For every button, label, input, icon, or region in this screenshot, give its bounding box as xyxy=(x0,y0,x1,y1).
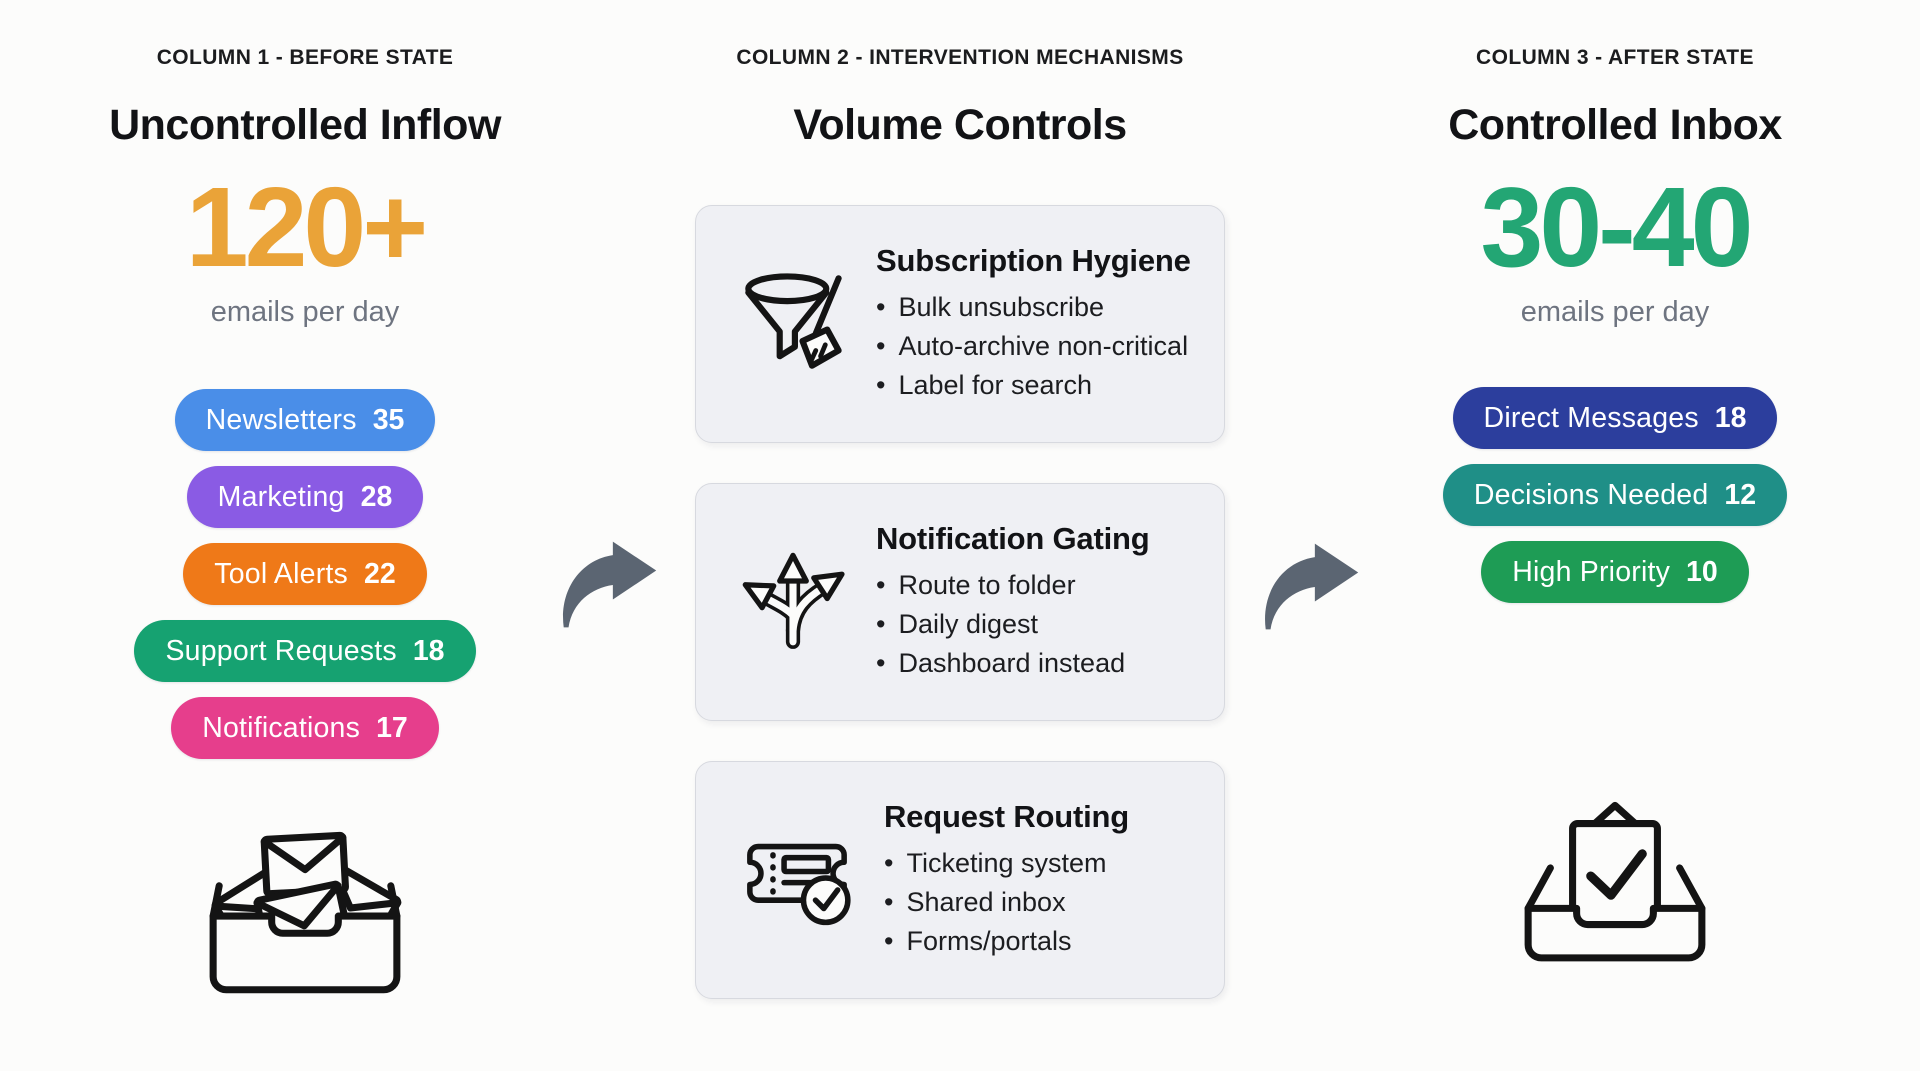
pill-count: 18 xyxy=(412,634,445,667)
card-text: Request Routing Ticketing system Shared … xyxy=(884,799,1129,961)
pill-label: Tool Alerts xyxy=(214,557,348,590)
bullet: Ticketing system xyxy=(884,844,1129,883)
column2-kicker: COLUMN 2 - INTERVENTION MECHANISMS xyxy=(736,46,1184,69)
bullet: Route to folder xyxy=(876,566,1149,605)
after-metric-caption: emails per day xyxy=(1520,296,1710,328)
card-bullets: Route to folder Daily digest Dashboard i… xyxy=(876,566,1149,683)
pill-label: Notifications xyxy=(202,711,361,744)
bullet: Forms/portals xyxy=(884,922,1129,961)
pill-notifications: Notifications 17 xyxy=(171,697,439,759)
after-state-column: COLUMN 3 - AFTER STATE Controlled Inbox … xyxy=(1375,46,1855,968)
pill-label: Support Requests xyxy=(165,634,397,667)
column1-kicker: COLUMN 1 - BEFORE STATE xyxy=(156,46,454,69)
flow-arrow-controls-to-after xyxy=(1258,540,1364,639)
pill-label: Marketing xyxy=(217,480,345,513)
bullet: Bulk unsubscribe xyxy=(876,288,1191,327)
pill-support-requests: Support Requests 18 xyxy=(134,620,476,682)
card-text: Subscription Hygiene Bulk unsubscribe Au… xyxy=(876,243,1191,405)
intervention-column: COLUMN 2 - INTERVENTION MECHANISMS Volum… xyxy=(680,46,1240,999)
pill-count: 17 xyxy=(376,711,408,744)
pill-label: Direct Messages xyxy=(1483,401,1699,434)
card-title: Notification Gating xyxy=(876,521,1150,556)
pill-count: 28 xyxy=(360,480,393,513)
before-category-pills: Newsletters 35 Marketing 28 Tool Alerts … xyxy=(55,389,555,759)
pill-count: 35 xyxy=(372,403,405,436)
before-state-column: COLUMN 1 - BEFORE STATE Uncontrolled Inf… xyxy=(55,46,555,1008)
pill-label: High Priority xyxy=(1512,555,1671,588)
card-request-routing: Request Routing Ticketing system Shared … xyxy=(695,761,1225,999)
ticket-check-icon xyxy=(736,824,858,937)
flow-arrow-before-to-controls xyxy=(556,538,662,637)
pill-decisions-needed: Decisions Needed 12 xyxy=(1442,464,1788,526)
branching-arrows-icon xyxy=(736,543,850,662)
card-notification-gating: Notification Gating Route to folder Dail… xyxy=(695,483,1225,721)
bullet: Auto-archive non-critical xyxy=(876,327,1191,366)
pill-tool-alerts: Tool Alerts 22 xyxy=(183,543,427,605)
pill-direct-messages: Direct Messages 18 xyxy=(1452,387,1778,449)
card-bullets: Bulk unsubscribe Auto-archive non-critic… xyxy=(876,288,1191,405)
pill-label: Newsletters xyxy=(205,403,357,436)
card-title: Subscription Hygiene xyxy=(876,243,1191,278)
after-metric-value: 30-40 xyxy=(1480,164,1753,290)
column3-kicker: COLUMN 3 - AFTER STATE xyxy=(1476,46,1754,69)
card-text: Notification Gating Route to folder Dail… xyxy=(876,521,1150,683)
before-metric-value: 120+ xyxy=(185,164,429,290)
column3-title: Controlled Inbox xyxy=(1448,101,1782,149)
overflowing-inbox-icon xyxy=(55,815,555,1008)
pill-newsletters: Newsletters 35 xyxy=(174,389,436,451)
intervention-cards: Subscription Hygiene Bulk unsubscribe Au… xyxy=(680,205,1240,999)
curved-arrow-shape xyxy=(1265,543,1359,630)
card-title: Request Routing xyxy=(884,799,1129,834)
card-subscription-hygiene: Subscription Hygiene Bulk unsubscribe Au… xyxy=(695,205,1225,443)
pill-label: Decisions Needed xyxy=(1473,478,1709,511)
before-metric-caption: emails per day xyxy=(210,296,400,328)
bullet: Daily digest xyxy=(876,605,1149,644)
column1-title: Uncontrolled Inflow xyxy=(109,101,501,149)
funnel-broom-icon xyxy=(736,265,850,384)
pill-high-priority: High Priority 10 xyxy=(1481,541,1749,603)
pill-count: 18 xyxy=(1714,401,1747,434)
bullet: Shared inbox xyxy=(884,883,1129,922)
bullet: Label for search xyxy=(876,366,1191,405)
after-category-pills: Direct Messages 18 Decisions Needed 12 H… xyxy=(1375,387,1855,603)
pill-marketing: Marketing 28 xyxy=(186,466,424,528)
curved-arrow-shape xyxy=(563,541,657,628)
bullet: Dashboard instead xyxy=(876,644,1149,683)
card-bullets: Ticketing system Shared inbox Forms/port… xyxy=(884,844,1129,961)
pill-count: 10 xyxy=(1686,555,1718,588)
column2-title: Volume Controls xyxy=(793,101,1127,149)
pill-count: 12 xyxy=(1724,478,1757,511)
inbox-check-icon xyxy=(1375,779,1855,968)
pill-count: 22 xyxy=(363,557,396,590)
